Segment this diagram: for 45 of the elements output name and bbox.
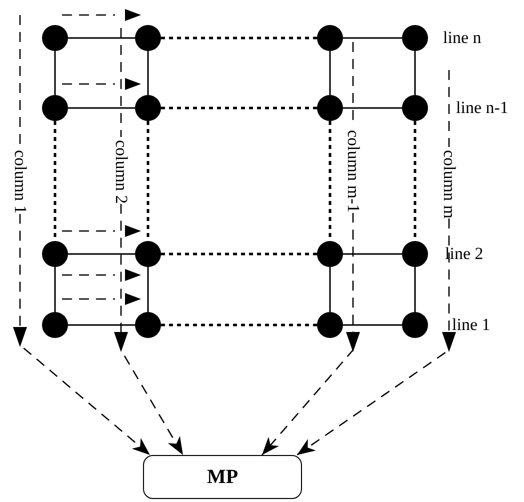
- column-label: column 1: [12, 150, 28, 214]
- node-dot: [402, 25, 428, 51]
- grid-line: [329, 51, 331, 95]
- grid-line: [414, 267, 416, 312]
- node-dot: [317, 95, 343, 121]
- node-dot: [402, 241, 428, 267]
- grid-line: [68, 37, 135, 39]
- grid-line: [54, 267, 56, 312]
- grid-line: [343, 324, 402, 326]
- node-dot: [402, 312, 428, 338]
- column-label: column m: [441, 150, 457, 218]
- row-label: line n: [443, 28, 482, 48]
- dotted-line: [161, 36, 317, 40]
- grid-line: [147, 267, 149, 312]
- node-dot: [317, 25, 343, 51]
- node-dot: [135, 312, 161, 338]
- row-label: line 2: [445, 244, 484, 264]
- grid-line: [54, 51, 56, 95]
- node-dot: [135, 95, 161, 121]
- dotted-line: [161, 106, 317, 110]
- node-dot: [42, 241, 68, 267]
- grid-line: [329, 267, 331, 312]
- grid-line: [147, 51, 149, 95]
- node-dot: [402, 95, 428, 121]
- node-dot: [317, 241, 343, 267]
- column-label: column 2: [113, 140, 129, 204]
- node-dot: [135, 241, 161, 267]
- row-label: line n-1: [456, 98, 508, 118]
- grid-line: [343, 107, 402, 109]
- grid-line: [68, 253, 135, 255]
- dotted-line: [161, 252, 317, 256]
- node-dot: [42, 312, 68, 338]
- dotted-line: [161, 324, 317, 326]
- node-dot: [135, 25, 161, 51]
- column-label: column m-1: [345, 130, 361, 213]
- grid-line: [343, 37, 402, 39]
- row-label: line 1: [452, 315, 490, 335]
- grid-line: [414, 51, 416, 95]
- node-dot: [317, 312, 343, 338]
- grid-line: [68, 324, 135, 326]
- process-box: MP: [143, 455, 302, 499]
- node-dot: [42, 25, 68, 51]
- grid-line: [343, 253, 402, 255]
- node-dot: [42, 95, 68, 121]
- grid-line: [68, 107, 135, 109]
